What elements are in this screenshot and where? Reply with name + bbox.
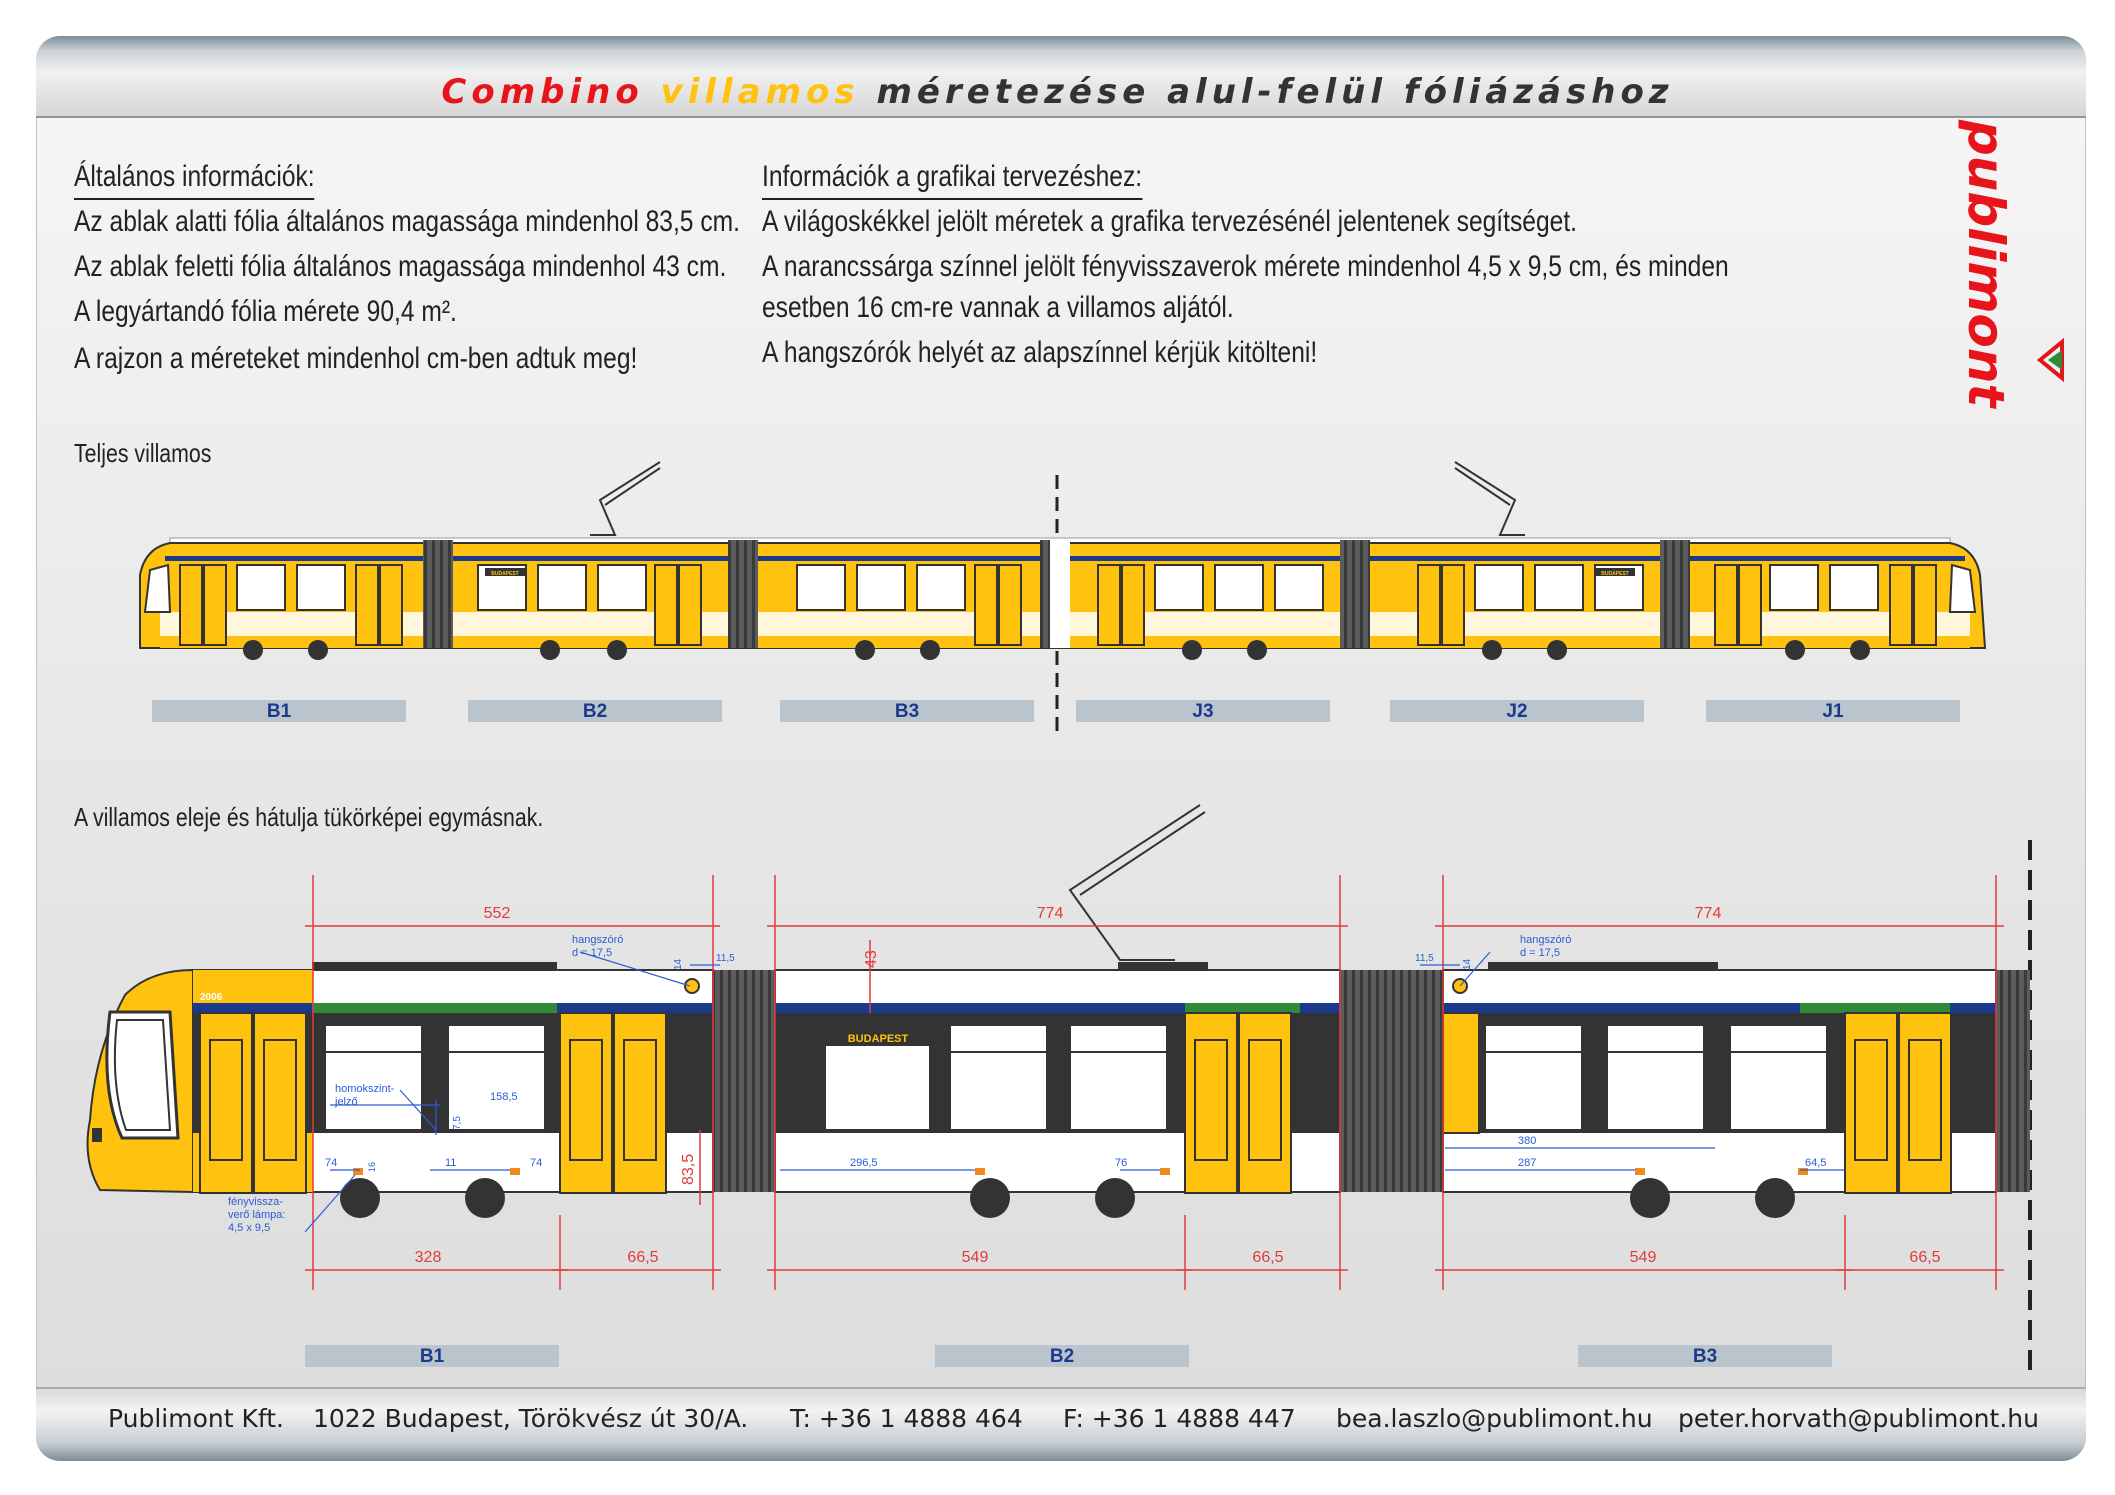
mirror-caption: A villamos eleje és hátulja tükörképei e… — [74, 802, 544, 832]
note-speaker-1: hangszóró — [572, 934, 623, 946]
dim-bottom-66-5-2: 66,5 — [1252, 1249, 1283, 1266]
footer-email-2[interactable]: peter.horvath@publimont.hu — [1678, 1404, 2039, 1433]
segment-label-detail-b2: B2 — [935, 1345, 1189, 1367]
note-reflector-3: 4,5 x 9,5 — [228, 1222, 270, 1234]
dim-small-11-5-a: 11,5 — [716, 953, 735, 964]
segment-label-detail-b1: B1 — [305, 1345, 559, 1367]
note-sand-indicator-2: jelző — [334, 1096, 358, 1108]
dim-small-76: 76 — [1115, 1157, 1127, 1169]
footer-bar — [36, 1387, 2086, 1461]
dim-top-774-2: 774 — [1695, 905, 1722, 922]
graphic-info-line-2: A narancssárga színnel jelölt fényvissza… — [762, 250, 1729, 283]
drawing-sheet — [36, 36, 2086, 1461]
footer-fax: F: +36 1 4888 447 — [1063, 1404, 1296, 1433]
segment-label-b1: B1 — [152, 700, 406, 722]
dim-bottom-549-1: 549 — [962, 1249, 989, 1266]
footer-address: 1022 Budapest, Törökvész út 30/A. — [313, 1404, 749, 1433]
full-tram-caption: Teljes villamos — [74, 438, 212, 468]
dim-small-296-5: 296,5 — [850, 1157, 878, 1169]
dim-small-14-a: 14 — [673, 958, 684, 970]
general-info-line-4: A rajzon a méreteket mindenhol cm-ben ad… — [74, 342, 638, 375]
destination-board-text: BUDAPEST — [848, 1033, 909, 1045]
dim-bottom-549-2: 549 — [1630, 1249, 1657, 1266]
footer-phone: T: +36 1 4888 464 — [790, 1404, 1023, 1433]
segment-label-b3: B3 — [780, 700, 1034, 722]
helper-dimensions — [304, 951, 1845, 1233]
dim-small-158-5: 158,5 — [490, 1091, 518, 1103]
general-info-line-2: Az ablak feletti fólia általános magassá… — [74, 250, 727, 283]
general-info-line-3: A legyártandó fólia mérete 90,4 m². — [74, 295, 457, 328]
dim-small-11-5-b: 11,5 — [1415, 953, 1434, 964]
title-part-villamos: villamos — [660, 72, 860, 112]
title-bar — [36, 36, 2086, 118]
small-tram-destination-j2: BUDAPEST — [1601, 571, 1629, 577]
dim-small-16: 16 — [367, 1162, 377, 1172]
segment-label-b2: B2 — [468, 700, 722, 722]
segment-label-j3: J3 — [1076, 700, 1330, 722]
note-sand-indicator-1: homokszint- — [335, 1083, 395, 1095]
dim-small-14-b: 14 — [1462, 958, 1473, 970]
footer-email-1[interactable]: bea.laszlo@publimont.hu — [1336, 1404, 1653, 1433]
graphic-info-line-1: A világoskékkel jelölt méretek a grafika… — [762, 205, 1577, 238]
dim-side-43: 43 — [863, 950, 880, 968]
graphic-info-line-4: A hangszórók helyét az alapszínnel kérjü… — [762, 336, 1318, 369]
dim-top-552: 552 — [484, 905, 511, 922]
title-part-combino: Combino — [441, 72, 644, 112]
dim-small-11: 11 — [445, 1157, 456, 1169]
tram-number: 2006 — [200, 992, 223, 1003]
dim-small-380: 380 — [1518, 1135, 1536, 1147]
dim-small-287: 287 — [1518, 1157, 1536, 1169]
dim-small-64-5: 64,5 — [1805, 1157, 1826, 1169]
dim-small-74-a: 74 — [325, 1157, 337, 1169]
dim-small-74-b: 74 — [530, 1157, 542, 1169]
segment-label-j1: J1 — [1706, 700, 1960, 722]
segment-label-detail-b3: B3 — [1578, 1345, 1832, 1367]
footer-company: Publimont Kft. — [108, 1404, 284, 1433]
detail-tram-drawing: BUDAPEST 2006 — [86, 804, 2032, 1370]
note-speaker-2: hangszóró — [1520, 934, 1571, 946]
graphic-info-heading: Információk a grafikai tervezéshez: — [762, 160, 1143, 200]
dim-bottom-66-5-1: 66,5 — [627, 1249, 658, 1266]
graphic-info-line-3: esetben 16 cm-re vannak a villamos alját… — [762, 291, 1234, 324]
title-part-rest: méretezése alul-felül fóliázáshoz — [876, 72, 1674, 112]
dim-bottom-328: 328 — [415, 1249, 442, 1266]
note-reflector-2: verő lámpa: — [228, 1209, 285, 1221]
small-tram-destination-b2: BUDAPEST — [491, 571, 519, 577]
dim-top-774-1: 774 — [1037, 905, 1064, 922]
note-reflector-1: fényvissza- — [228, 1196, 283, 1208]
dimension-lines — [305, 875, 2004, 1290]
page-title: Combino villamos méretezése alul-felül f… — [0, 72, 2115, 112]
general-info-heading: Általános információk: — [74, 160, 315, 200]
dim-side-83-5: 83,5 — [680, 1154, 697, 1185]
general-info-line-1: Az ablak alatti fólia általános magasság… — [74, 205, 740, 238]
full-tram-drawing — [139, 461, 1987, 735]
dim-bottom-66-5-3: 66,5 — [1909, 1249, 1940, 1266]
dim-small-7-5: 7,5 — [452, 1116, 463, 1130]
note-speaker-1-diameter: d = 17,5 — [572, 947, 612, 959]
segment-label-j2: J2 — [1390, 700, 1644, 722]
note-speaker-2-diameter: d = 17,5 — [1520, 947, 1560, 959]
